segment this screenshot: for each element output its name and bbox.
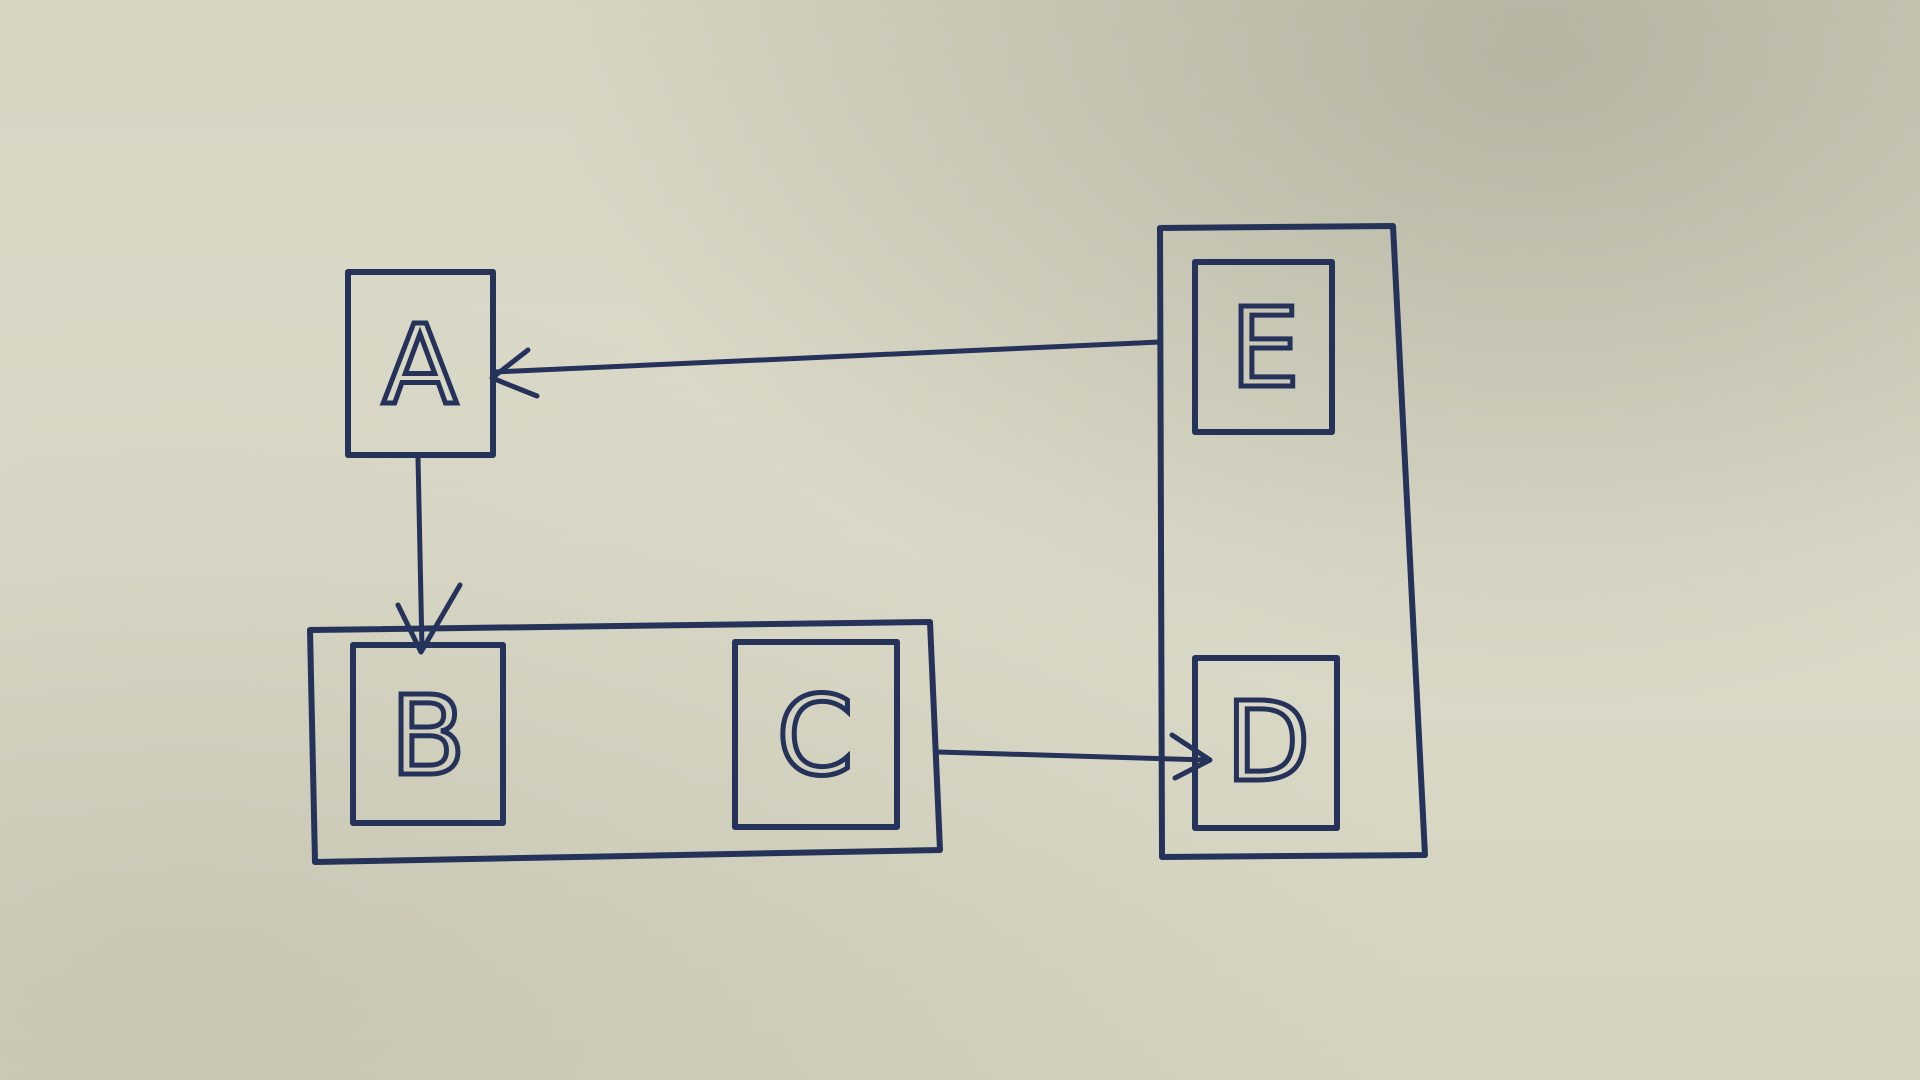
node-a: A [345, 269, 496, 458]
node-e-label: E [1230, 284, 1300, 412]
edge-a-to-b-arrowhead [395, 582, 463, 655]
node-c-label: C [777, 672, 854, 800]
edge-e-to-a-arrowhead [489, 347, 540, 399]
edge-e-to-a [489, 339, 1163, 399]
node-d-box [1192, 655, 1340, 831]
node-d: D [1192, 655, 1340, 831]
edge-a-to-b [395, 454, 463, 655]
node-b: B [350, 642, 506, 826]
edge-a-to-b-line [415, 454, 425, 653]
node-b-box [350, 642, 506, 826]
edge-c-to-d [935, 732, 1213, 781]
edge-e-to-a-line [492, 339, 1163, 375]
node-a-box [345, 269, 496, 458]
group-container-bc [307, 619, 943, 865]
node-e: E [1192, 259, 1335, 435]
node-b-label: B [390, 672, 465, 800]
node-e-box [1192, 259, 1335, 435]
edge-c-to-d-line [935, 749, 1211, 763]
node-a-label: A [382, 301, 457, 429]
edge-c-to-d-arrowhead [1169, 732, 1213, 781]
node-c-box [732, 639, 900, 830]
group-container-ed [1157, 223, 1428, 860]
node-c: C [732, 639, 900, 830]
node-d-label: D [1226, 678, 1311, 806]
